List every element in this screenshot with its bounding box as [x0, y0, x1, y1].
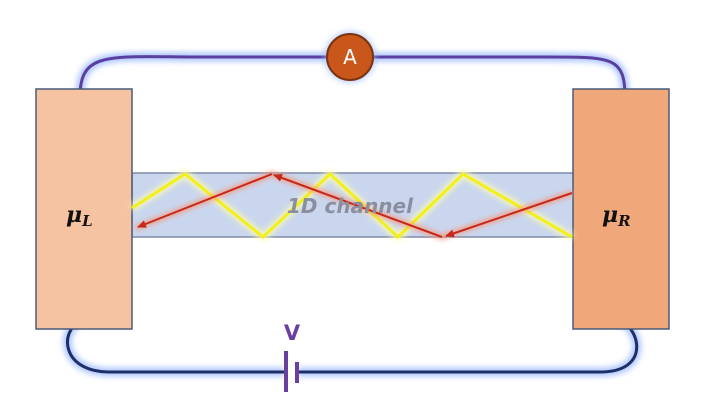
right-contact: [572, 88, 670, 330]
ammeter-circle: [326, 33, 374, 81]
red-reflected-path: [134, 170, 573, 241]
red-arrow-3: [137, 173, 273, 228]
voltage-label: V: [284, 321, 301, 345]
red-arrow-1: [445, 192, 573, 238]
top-wire: [75, 52, 630, 98]
left-contact: [35, 88, 133, 330]
battery-icon: [284, 351, 299, 392]
right-contact-label: μR: [602, 202, 631, 230]
left-contact-label: μL: [66, 202, 93, 230]
bottom-wire: [63, 317, 642, 377]
ammeter-label: A: [343, 45, 357, 69]
channel-label: 1D channel: [287, 194, 414, 218]
yellow-zigzag-path: [130, 169, 574, 242]
red-arrow-2: [273, 174, 443, 238]
ammeter: A: [324, 31, 376, 83]
